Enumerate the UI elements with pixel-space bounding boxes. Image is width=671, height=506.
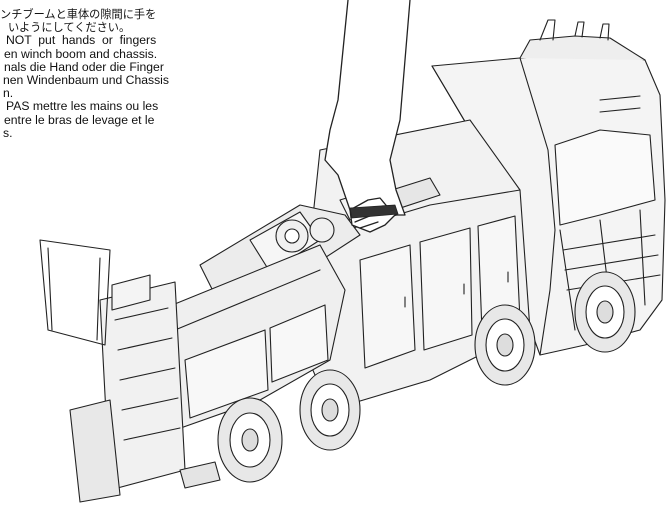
warning-line-en-2: en winch boom and chassis.: [4, 47, 158, 61]
hand-illustration: [324, 0, 411, 233]
warning-line-en-1: NOT put hands or fingers: [6, 34, 157, 48]
warning-line-fr-1: PAS mettre les mains ou les: [6, 100, 159, 114]
rear-underlift: [39, 239, 346, 503]
warning-line-fr-3: s.: [3, 126, 13, 140]
warning-text-block: ンチブームと車体の隙間に手を いようにしてください。 NOT put hands…: [0, 8, 238, 140]
wheels: [217, 271, 636, 483]
warning-line-fr-2: entre le bras de levage et le: [4, 113, 155, 127]
warning-line-ja-2: いようにしてください。: [8, 21, 131, 35]
warning-line-de-1: nals die Hand oder die Finger: [4, 60, 164, 74]
warning-line-ja-1: ンチブームと車体の隙間に手を: [0, 8, 157, 21]
warning-line-de-3: n.: [3, 87, 14, 101]
warning-line-de-2: nen Windenbaum und Chassis: [3, 74, 169, 88]
